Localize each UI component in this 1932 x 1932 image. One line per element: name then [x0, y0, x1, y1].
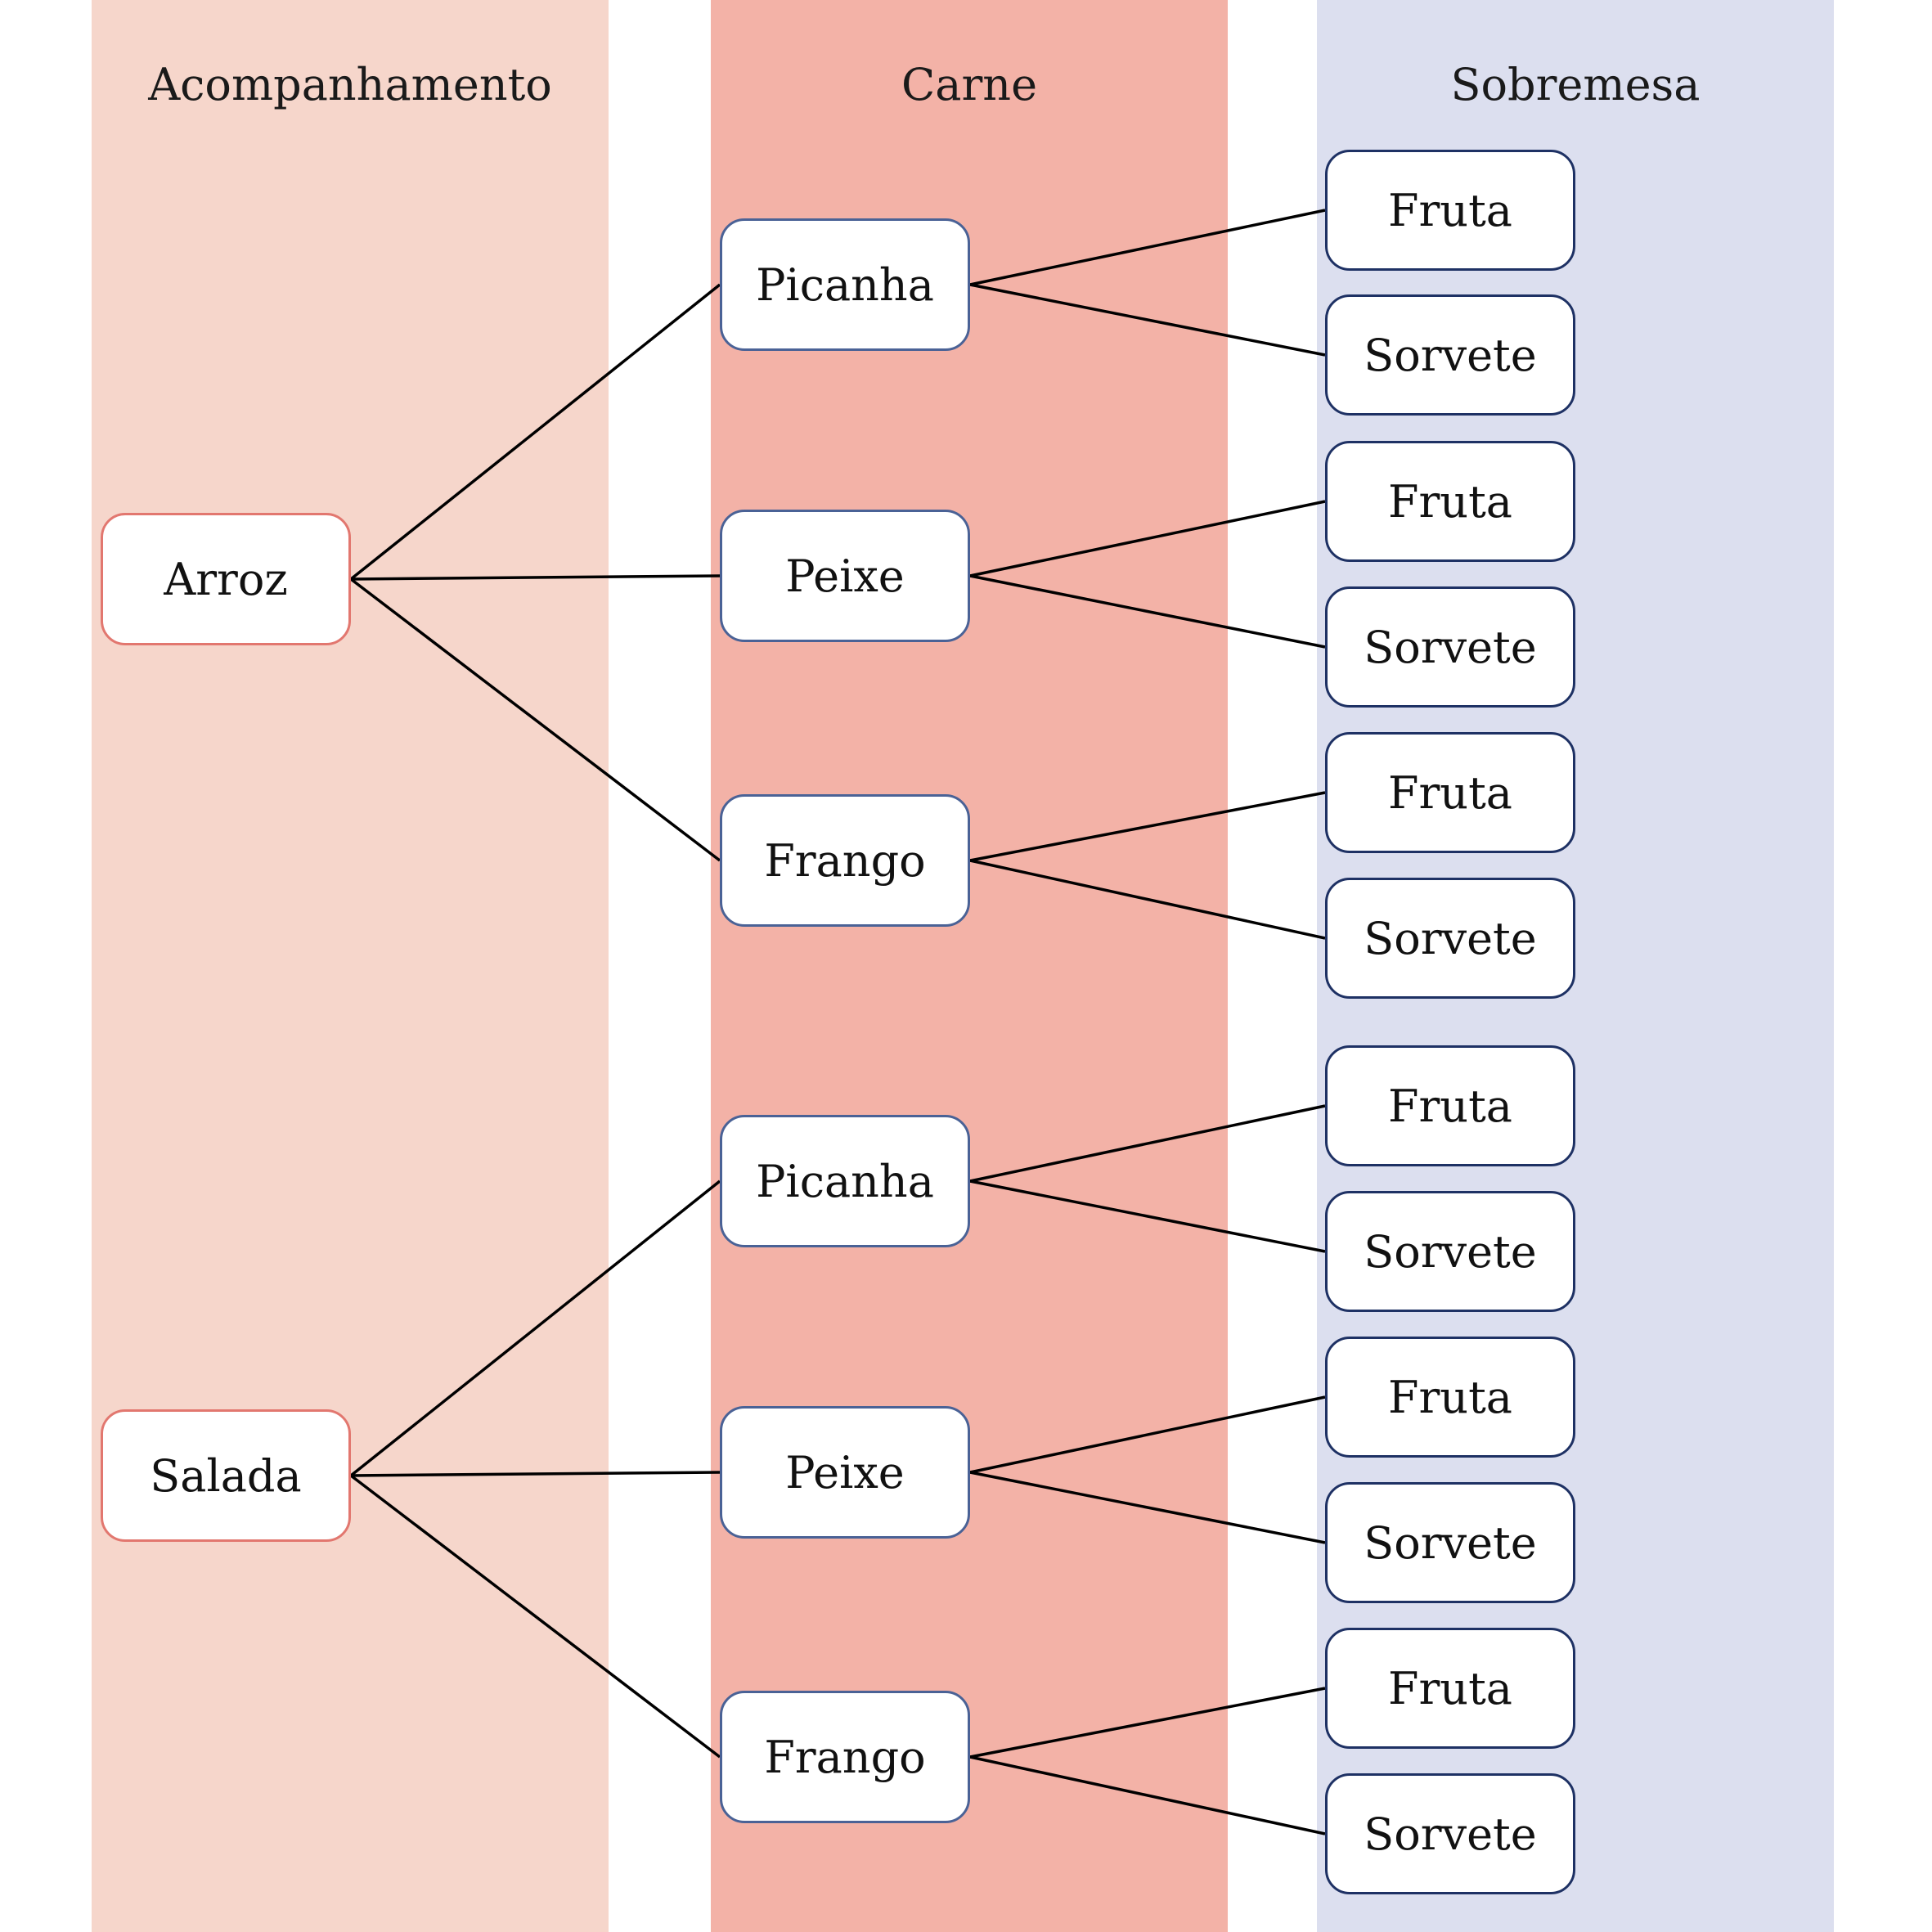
dessert-node-label: Sorvete [1364, 1516, 1537, 1569]
dessert-node: Sorvete [1325, 1773, 1575, 1894]
dessert-node-label: Fruta [1388, 1080, 1512, 1132]
side-node-label: Arroz [164, 553, 288, 605]
dessert-node-label: Sorvete [1364, 329, 1537, 381]
meat-node-label: Picanha [756, 258, 934, 311]
edge-meat-to-dessert [969, 859, 1326, 940]
dessert-node: Sorvete [1325, 1191, 1575, 1312]
edge-side-to-meat [350, 574, 721, 581]
meat-node-label: Picanha [756, 1155, 934, 1207]
meat-node: Frango [720, 1691, 970, 1823]
dessert-node-label: Sorvete [1364, 912, 1537, 964]
edge-meat-to-dessert [969, 1471, 1326, 1544]
meat-node: Peixe [720, 510, 970, 642]
edge-meat-to-dessert [969, 1104, 1326, 1183]
edge-meat-to-dessert [969, 500, 1326, 577]
meat-node-label: Peixe [785, 1446, 905, 1498]
dessert-node: Fruta [1325, 1337, 1575, 1458]
dessert-node: Sorvete [1325, 586, 1575, 708]
dessert-node: Fruta [1325, 1045, 1575, 1166]
edge-meat-to-dessert [969, 574, 1326, 649]
dessert-node: Fruta [1325, 441, 1575, 562]
column-accompaniment: Acompanhamento [92, 0, 609, 1932]
dessert-node-label: Fruta [1388, 766, 1512, 819]
column-header-dessert: Sobremesa [1450, 59, 1701, 110]
dessert-node-label: Sorvete [1364, 621, 1537, 673]
meat-node: Picanha [720, 218, 970, 351]
edge-meat-to-dessert [969, 1687, 1326, 1759]
edge-meat-to-dessert [969, 283, 1326, 357]
meat-node-label: Frango [764, 834, 926, 887]
dessert-node-label: Fruta [1388, 1662, 1512, 1714]
column-header-accompaniment: Acompanhamento [148, 59, 552, 110]
dessert-node: Fruta [1325, 732, 1575, 853]
meat-node: Peixe [720, 1406, 970, 1539]
side-node: Salada [101, 1409, 351, 1542]
dessert-node-label: Fruta [1388, 475, 1512, 528]
meat-node-label: Frango [764, 1731, 926, 1783]
meat-node: Picanha [720, 1115, 970, 1247]
dessert-node: Sorvete [1325, 1482, 1575, 1603]
dessert-node-label: Fruta [1388, 184, 1512, 236]
column-header-meat: Carne [901, 59, 1038, 110]
edge-side-to-meat [349, 1474, 721, 1759]
dessert-node: Sorvete [1325, 294, 1575, 416]
meat-node-label: Peixe [785, 550, 905, 602]
dessert-node: Fruta [1325, 150, 1575, 271]
dessert-node: Fruta [1325, 1628, 1575, 1749]
edge-meat-to-dessert [969, 1755, 1326, 1835]
dessert-node: Sorvete [1325, 878, 1575, 999]
edge-meat-to-dessert [969, 209, 1326, 286]
edge-meat-to-dessert [969, 1179, 1326, 1253]
edge-side-to-meat [349, 577, 721, 862]
side-node-label: Salada [150, 1449, 302, 1502]
dessert-node-label: Fruta [1388, 1371, 1512, 1423]
side-node: Arroz [101, 513, 351, 645]
edge-meat-to-dessert [969, 791, 1326, 862]
edge-side-to-meat [349, 1179, 721, 1477]
edge-meat-to-dessert [969, 1395, 1326, 1474]
edge-side-to-meat [350, 1471, 721, 1477]
dessert-node-label: Sorvete [1364, 1225, 1537, 1278]
meat-node: Frango [720, 794, 970, 927]
dessert-node-label: Sorvete [1364, 1808, 1537, 1860]
edge-side-to-meat [349, 283, 721, 581]
